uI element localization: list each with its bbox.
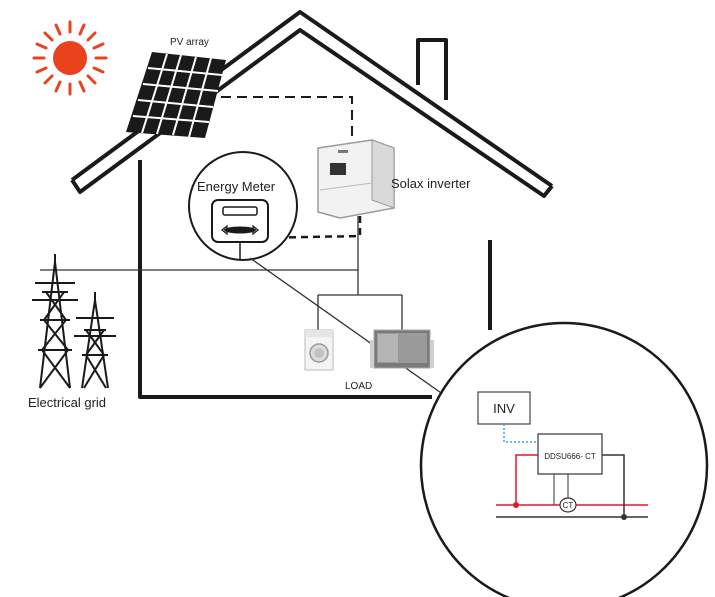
wiring-detail-zoom: INV DDSU666- CT CT <box>419 321 709 597</box>
inv-label: INV <box>493 401 515 416</box>
electrical-grid-label: Electrical grid <box>28 395 106 410</box>
comm-line <box>503 424 540 443</box>
neutral-wire <box>602 454 625 517</box>
washing-machine-icon <box>304 329 334 371</box>
phase-node <box>513 502 519 508</box>
power-pylon-icon <box>32 254 116 389</box>
ct-clamp <box>559 497 577 513</box>
load-label: LOAD <box>345 381 372 392</box>
television-icon <box>370 329 434 369</box>
pv-array-label: PV array <box>170 37 209 48</box>
solar-panel-icon <box>126 52 226 138</box>
meter-comm-line <box>257 216 362 240</box>
inverter-label: Solax inverter <box>391 176 471 191</box>
inv-box <box>477 391 531 425</box>
energy-meter-icon <box>188 151 298 261</box>
inverter-icon <box>317 139 395 219</box>
phase-wire <box>515 454 538 505</box>
ct-label: CT <box>563 501 574 510</box>
neutral-node <box>621 514 627 520</box>
sun-icon <box>32 20 108 96</box>
energy-meter-label: Energy Meter <box>197 179 276 194</box>
ddsu-meter-box <box>537 433 603 475</box>
pv-dc-line <box>221 96 353 142</box>
meter-model-label: DDSU666- CT <box>544 452 596 461</box>
ac-wiring <box>40 216 445 396</box>
